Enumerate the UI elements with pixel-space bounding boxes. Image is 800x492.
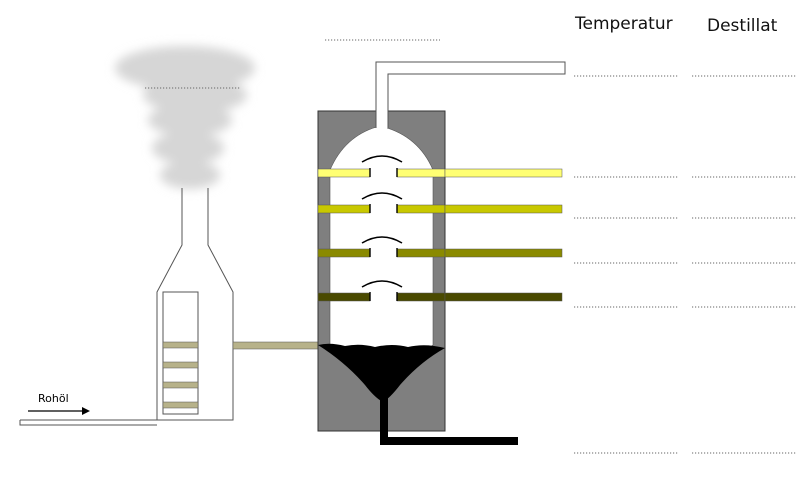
side-draw-1 (444, 168, 563, 178)
crude-oil-label: Rohöl (38, 392, 69, 405)
side-draw-3 (444, 248, 563, 258)
crude-oil-arrow (28, 407, 90, 415)
smoke-cloud (115, 46, 255, 189)
crude-oil-inlet-pipe (19, 419, 157, 426)
header-distillate: Destillat (707, 16, 778, 36)
tray-3 (317, 236, 446, 258)
side-draw-pipes (444, 168, 563, 302)
residue-pool (318, 343, 445, 402)
side-draw-2 (444, 204, 563, 214)
fill-in-blanks (145, 39, 796, 454)
feed-pipe (232, 341, 319, 350)
residue-outlet-pipe (380, 398, 518, 445)
vapor-outlet-pipe (375, 61, 566, 133)
trays (317, 155, 446, 302)
tray-2 (317, 192, 446, 214)
heater-coil (162, 341, 199, 409)
side-draw-4 (444, 292, 563, 302)
header-temperature: Temperatur (575, 14, 673, 34)
furnace (156, 188, 234, 421)
